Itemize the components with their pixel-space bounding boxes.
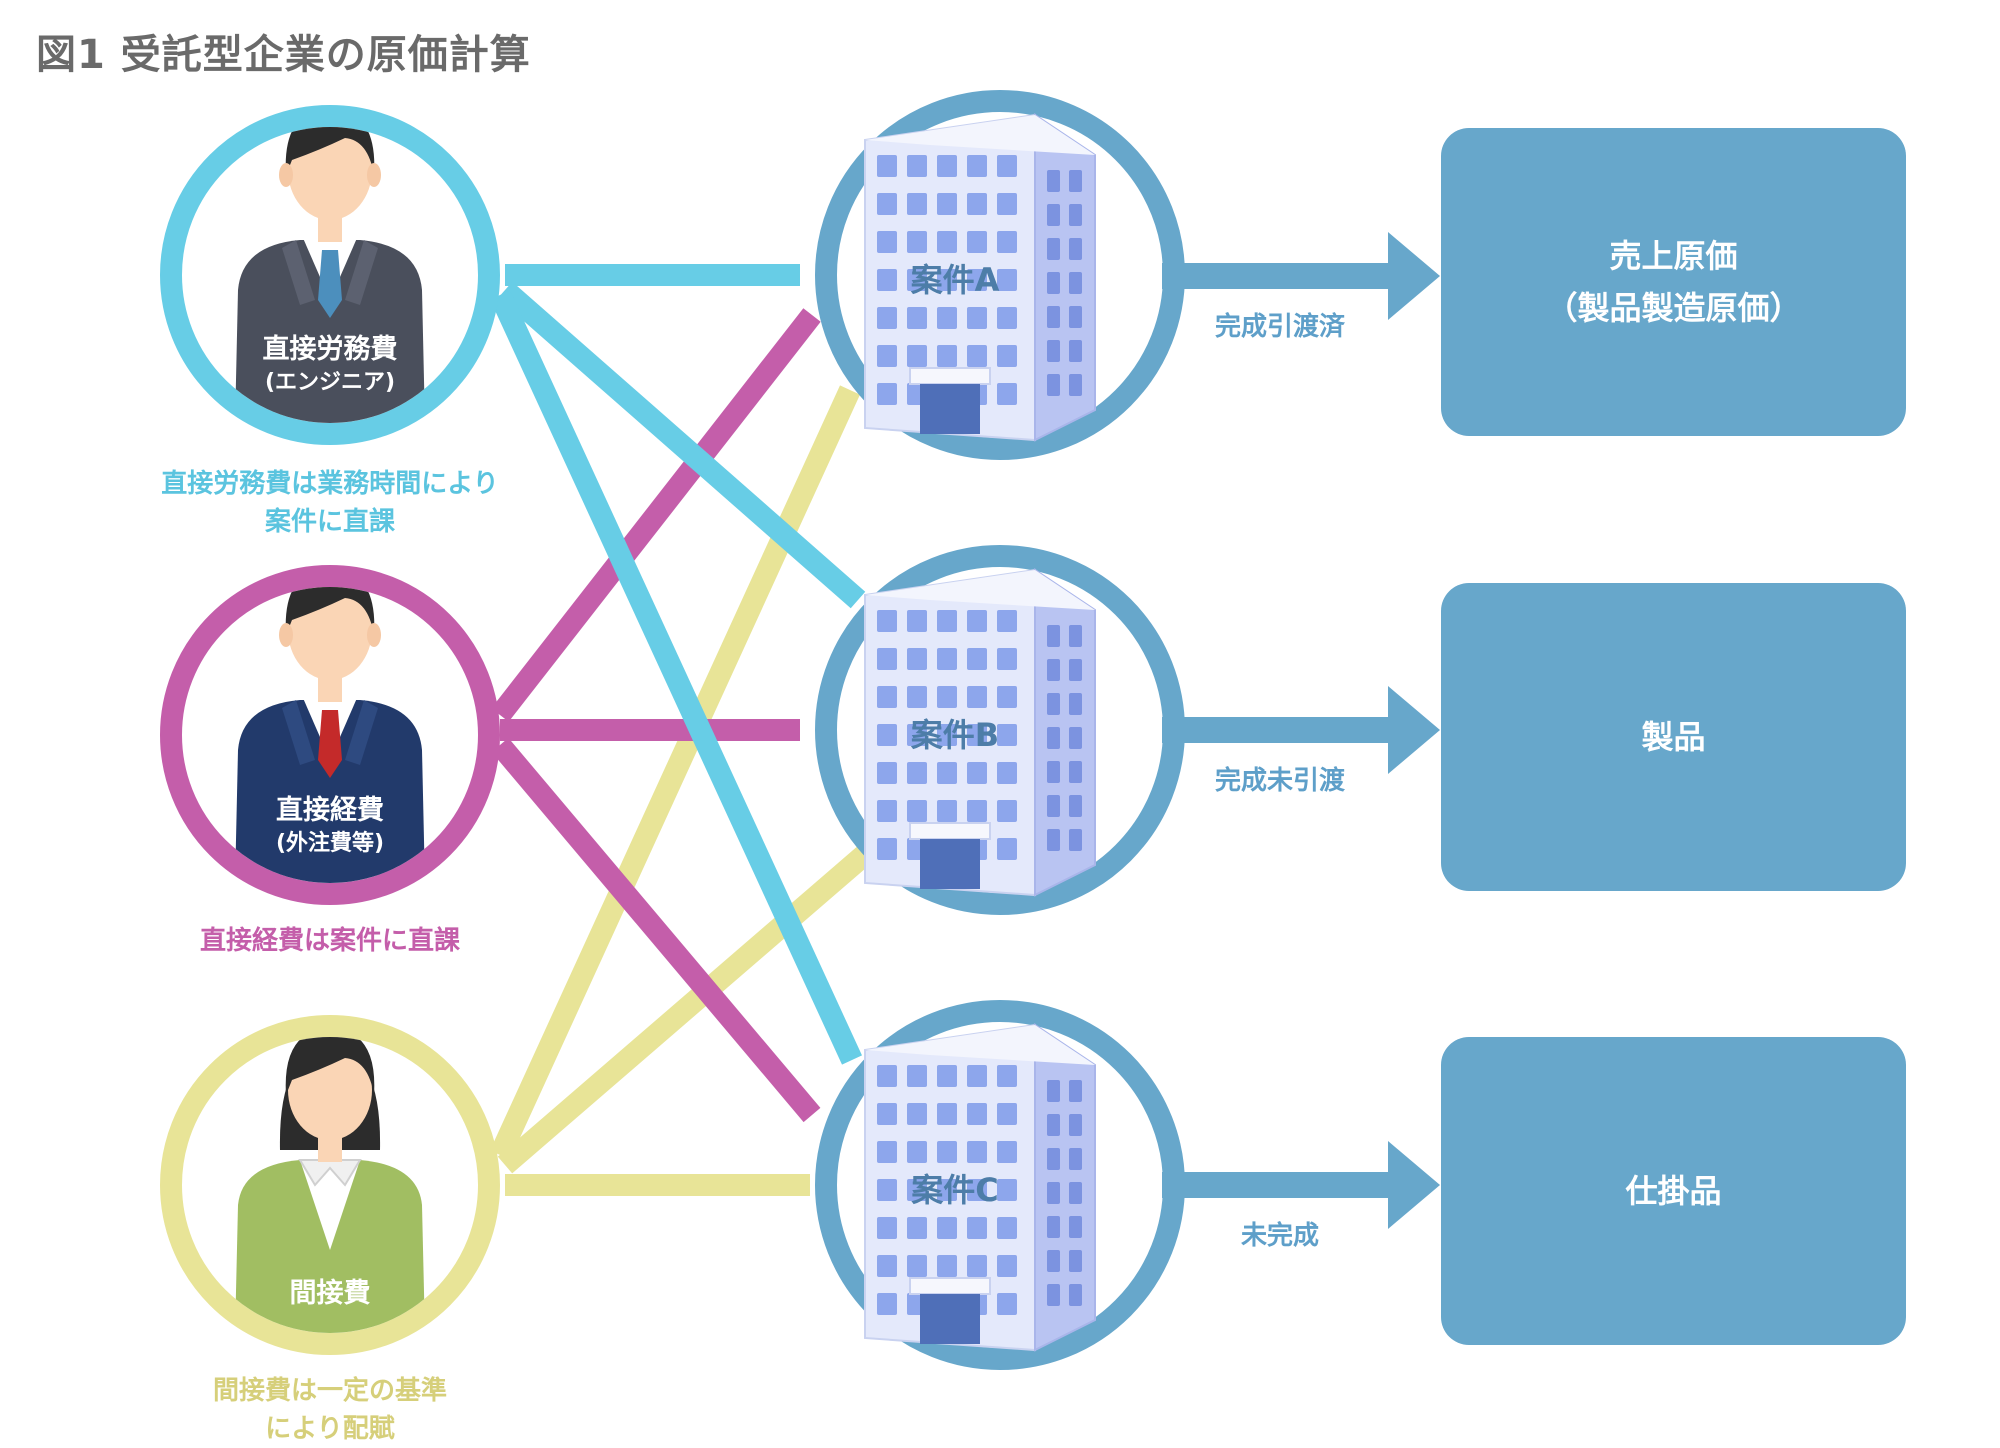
arrow-label-incomplete: 未完成: [1240, 1221, 1319, 1251]
box-cost-of-sales-line2: （製品製造原価）: [1545, 289, 1802, 327]
box-work-in-progress: 仕掛品: [1441, 1037, 1906, 1345]
case-c-label: 案件C: [911, 1171, 999, 1209]
caption-labor-line1: 直接労務費は業務時間により: [161, 469, 499, 499]
line-overhead-case-b: [497, 841, 878, 1174]
building-icon-case-a: [864, 113, 1096, 442]
case-a-label: 案件A: [910, 261, 1000, 299]
connection-lines: [489, 264, 878, 1196]
label-labor: 直接労務費 (エンジニア): [230, 332, 430, 398]
buildings: [864, 113, 1096, 1352]
arrow-to-cost-of-sales: [1162, 232, 1440, 320]
line-expense-case-a: [491, 308, 821, 722]
box-products: 製品: [1441, 583, 1906, 891]
business-person-icon: [235, 587, 425, 883]
building-icon-case-b: [864, 568, 1096, 897]
box-cost-of-sales-line1: 売上原価: [1609, 237, 1738, 275]
label-expense-line2: (外注費等): [275, 831, 385, 856]
arrows: [1162, 232, 1440, 1229]
caption-overhead: 間接費は一定の基準 により配賦: [100, 1372, 560, 1448]
caption-expense: 直接経費は案件に直課: [100, 922, 560, 960]
caption-labor-line2: 案件に直課: [264, 507, 395, 537]
label-expense-line1: 直接経費: [276, 795, 384, 826]
engineer-person-icon: [235, 127, 425, 423]
page-title: 図1 受託型企業の原価計算: [36, 32, 531, 78]
label-labor-line2: (エンジニア): [264, 370, 396, 395]
caption-overhead-line2: により配賦: [265, 1414, 395, 1444]
line-labor-case-c: [490, 290, 862, 1065]
staff-person-icon: [235, 1037, 425, 1333]
box-work-in-progress-label: 仕掛品: [1625, 1172, 1722, 1210]
box-cost-of-sales: 売上原価 （製品製造原価）: [1441, 128, 1906, 436]
arrow-label-delivered: 完成引渡済: [1214, 312, 1345, 342]
label-labor-line1: 直接労務費: [262, 334, 398, 365]
arrow-label-not-delivered: 完成未引渡: [1214, 766, 1345, 796]
label-overhead-line1: 間接費: [289, 1278, 371, 1309]
line-labor-case-b: [497, 281, 866, 609]
label-overhead: 間接費: [230, 1276, 430, 1312]
caption-expense-line1: 直接経費は案件に直課: [199, 926, 460, 956]
arrow-to-products: [1162, 686, 1440, 774]
caption-overhead-line1: 間接費は一定の基準: [212, 1376, 447, 1406]
label-expense: 直接経費 (外注費等): [230, 793, 430, 859]
box-products-label: 製品: [1641, 718, 1706, 756]
line-overhead-case-a: [489, 385, 861, 1160]
line-expense-case-c: [491, 737, 821, 1123]
arrow-to-work-in-progress: [1162, 1141, 1440, 1229]
case-b-label: 案件B: [910, 716, 1000, 754]
caption-labor: 直接労務費は業務時間により 案件に直課: [100, 465, 560, 541]
building-icon-case-c: [864, 1023, 1096, 1352]
